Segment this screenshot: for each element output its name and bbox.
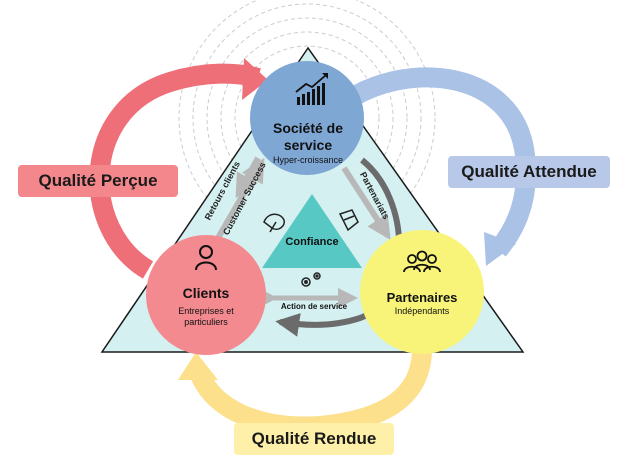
arrow-partenariats: [341, 166, 391, 241]
group-icon: [403, 250, 441, 273]
center-triangle: [262, 194, 362, 268]
node-clients: [146, 235, 266, 355]
node-partenaires: [360, 230, 484, 354]
person-icon: [195, 245, 217, 271]
label-qualite-attendue: Qualité Attendue: [448, 156, 610, 188]
node-partenaires-subtitle: Indépendants: [394, 306, 450, 316]
handshake-icon-right: [338, 209, 359, 232]
node-societe-subtitle: Hyper-croissance: [272, 155, 344, 165]
edge-label-action-de-service: Action de service: [280, 302, 348, 311]
node-societe: [250, 61, 364, 175]
growth-chart-icon: [295, 73, 328, 105]
arrow-qualite-attendue-head: [484, 232, 516, 266]
arrow-qualite-percue-head: [242, 58, 268, 100]
node-clients-title: Clients: [182, 285, 230, 301]
handshake-icon-left: [263, 213, 286, 233]
label-qualite-percue: Qualité Perçue: [18, 165, 178, 197]
arrow-qualite-percue: [89, 63, 261, 279]
arrow-qualite-rendue: [190, 351, 432, 437]
label-qualite-rendue: Qualité Rendue: [234, 423, 394, 455]
node-societe-title: Société de service: [272, 120, 344, 153]
arrow-customer-success: [235, 156, 261, 199]
arrow-qualite-attendue: [342, 67, 536, 257]
node-clients-subtitle: Entreprises et particuliers: [178, 306, 234, 327]
center-label-confiance: Confiance: [285, 236, 339, 248]
gears-icon: [301, 272, 321, 287]
arrow-qualite-rendue-head: [178, 352, 218, 380]
node-partenaires-title: Partenaires: [386, 290, 458, 305]
